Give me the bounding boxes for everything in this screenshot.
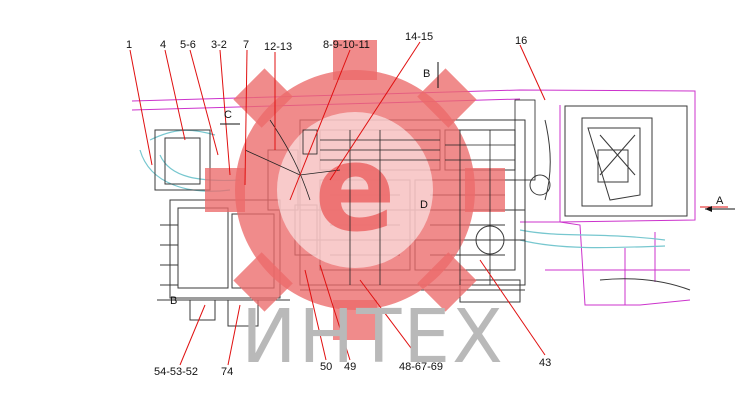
view-marker-b-top: B bbox=[423, 68, 430, 80]
leader-lines bbox=[129, 41, 728, 366]
callout-48-67-69: 48-67-69 bbox=[399, 361, 443, 373]
callout-54-53-52: 54-53-52 bbox=[154, 366, 198, 378]
callout-5-6: 5-6 bbox=[180, 39, 196, 51]
watermark-text: ИНТЕХ bbox=[241, 294, 505, 380]
view-marker-b-bottom: B bbox=[170, 295, 177, 307]
top-callouts: 1 4 5-6 3-2 7 12-13 8-9-10-11 14-15 16 bbox=[126, 31, 527, 53]
callout-4: 4 bbox=[160, 39, 166, 51]
bottom-callouts: 54-53-52 74 50 49 48-67-69 43 bbox=[154, 357, 551, 378]
callout-16: 16 bbox=[515, 35, 527, 47]
callout-8-9-10-11: 8-9-10-11 bbox=[323, 39, 370, 51]
view-marker-c: C bbox=[224, 109, 232, 121]
callout-1: 1 bbox=[126, 39, 132, 51]
callout-7: 7 bbox=[243, 39, 249, 51]
view-markers: A B B C D bbox=[170, 62, 735, 307]
radiator-housing bbox=[544, 105, 691, 291]
callout-12-13: 12-13 bbox=[264, 41, 292, 53]
callout-14-15: 14-15 bbox=[405, 31, 433, 43]
callout-74: 74 bbox=[221, 366, 233, 378]
engine-details bbox=[244, 99, 536, 285]
view-marker-d: D bbox=[420, 199, 428, 211]
callout-49: 49 bbox=[344, 361, 356, 373]
watermark-logo-letter: e bbox=[314, 120, 395, 259]
callout-43: 43 bbox=[539, 357, 551, 369]
callout-3-2: 3-2 bbox=[211, 39, 227, 51]
view-marker-a: A bbox=[716, 195, 724, 207]
callout-50: 50 bbox=[320, 361, 332, 373]
watermark-gear-logo: e bbox=[205, 40, 505, 340]
